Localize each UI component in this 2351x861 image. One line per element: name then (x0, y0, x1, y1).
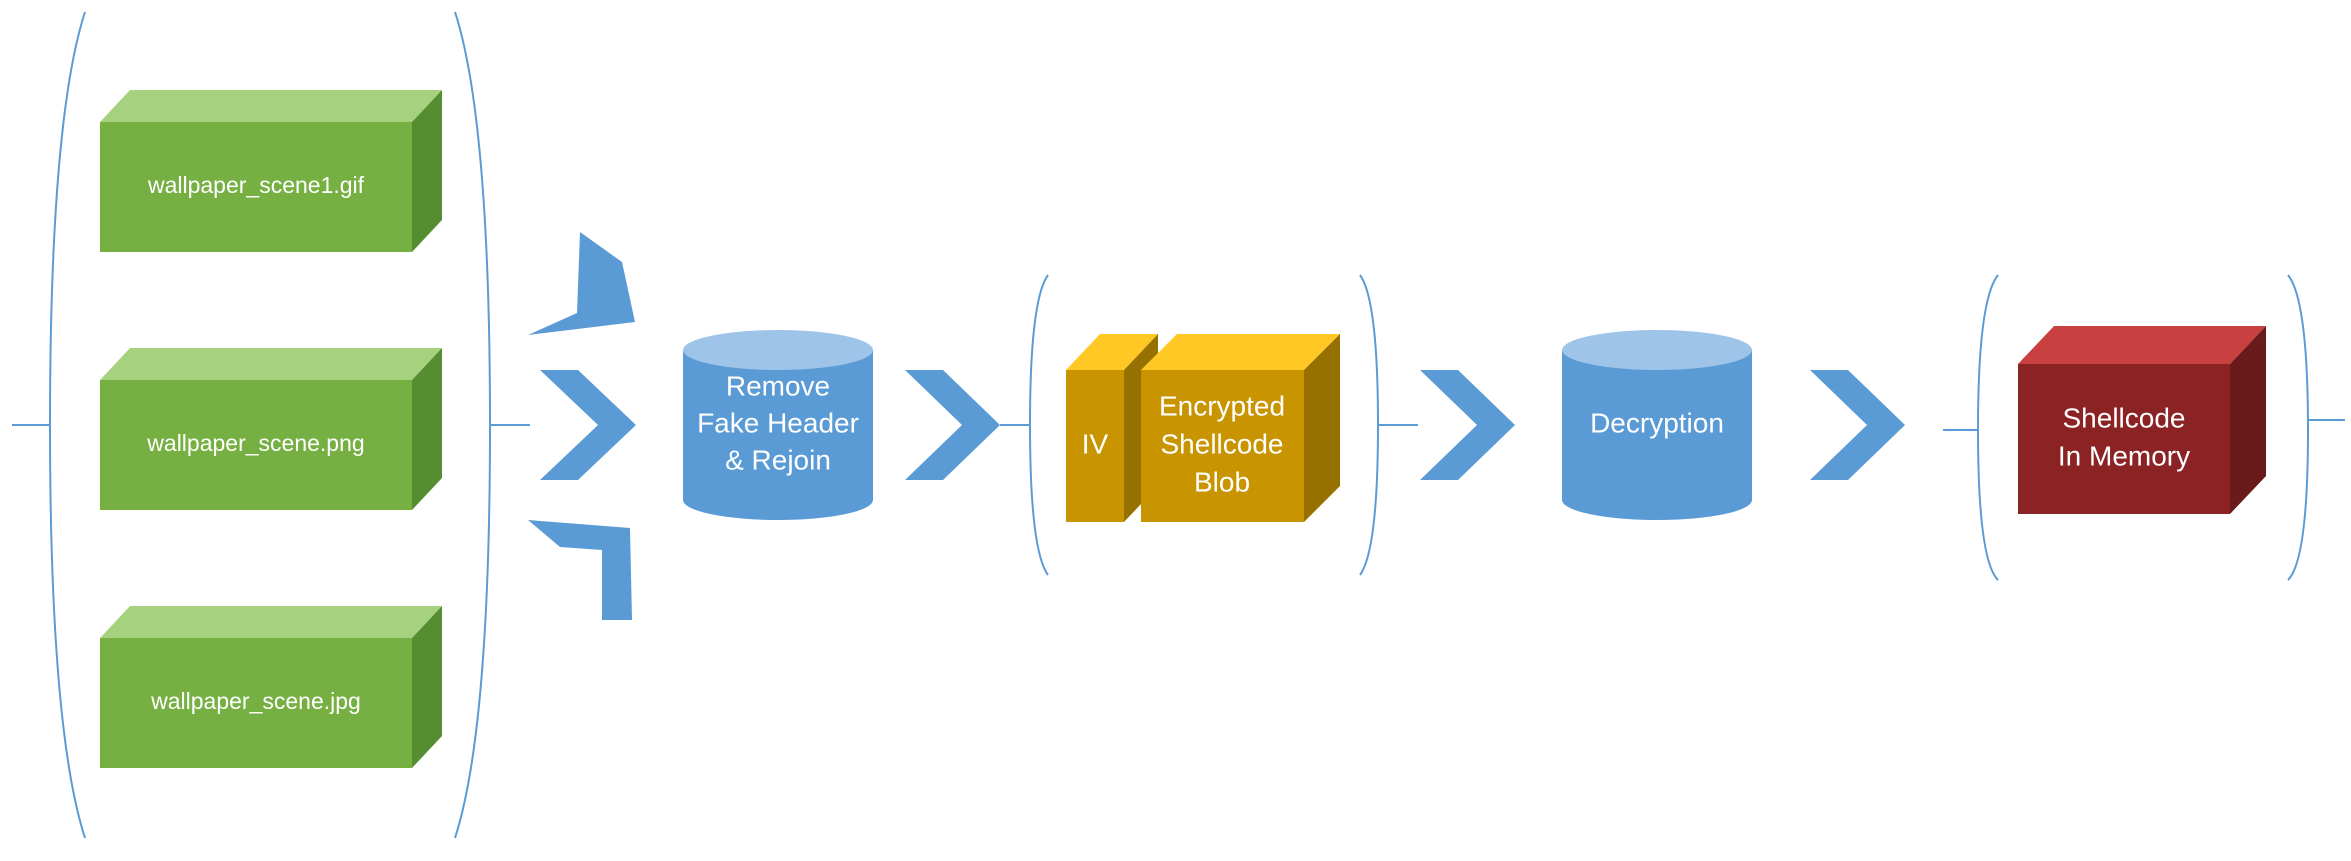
left-brace-open (48, 11, 86, 839)
chevron-arrow-2-icon (905, 370, 1000, 480)
output-brace-open (1976, 274, 1999, 581)
file-box-gif: wallpaper_scene1.gif (100, 90, 442, 252)
output-group: Shellcode In Memory (1976, 274, 2345, 581)
file-label-gif: wallpaper_scene1.gif (147, 172, 365, 198)
shellcode-block: Shellcode In Memory (2018, 326, 2266, 514)
converging-arrows (528, 232, 636, 620)
arrow-top-converging-icon (528, 232, 635, 335)
rejoin-label-line2: Fake Header (697, 407, 859, 438)
blob-label-line1: Encrypted (1159, 390, 1285, 421)
file-box-jpg: wallpaper_scene.jpg (100, 606, 442, 768)
arrow-bottom-converging-icon (528, 520, 632, 620)
blob-label-line2: Shellcode (1161, 428, 1284, 459)
arrow-middle-icon (540, 370, 636, 480)
rejoin-cylinder: Remove Fake Header & Rejoin (683, 330, 873, 520)
input-files-group: wallpaper_scene1.gif wallpaper_scene.png… (12, 11, 530, 839)
iv-label: IV (1082, 428, 1109, 459)
blob-label-line3: Blob (1194, 466, 1250, 497)
encrypted-blob-block: Encrypted Shellcode Blob (1141, 334, 1340, 522)
decryption-cylinder: Decryption (1562, 330, 1752, 520)
left-brace-close (454, 11, 492, 839)
file-box-png: wallpaper_scene.png (100, 348, 442, 510)
file-label-jpg: wallpaper_scene.jpg (150, 688, 361, 714)
rejoin-label-line3: & Rejoin (725, 444, 831, 475)
shellcode-label-line1: Shellcode (2063, 402, 2186, 433)
file-label-png: wallpaper_scene.png (146, 430, 364, 456)
encrypted-payload-group: IV Encrypted Shellcode Blob (1028, 274, 1418, 576)
decryption-label: Decryption (1590, 407, 1724, 438)
shellcode-label-line2: In Memory (2058, 440, 2190, 471)
chevron-arrow-3-icon (1420, 370, 1515, 480)
payload-brace-open (1028, 274, 1049, 576)
rejoin-label-line1: Remove (726, 370, 830, 401)
chevron-arrow-4-icon (1810, 370, 1905, 480)
payload-brace-close (1359, 274, 1380, 576)
output-brace-close (2287, 274, 2310, 581)
